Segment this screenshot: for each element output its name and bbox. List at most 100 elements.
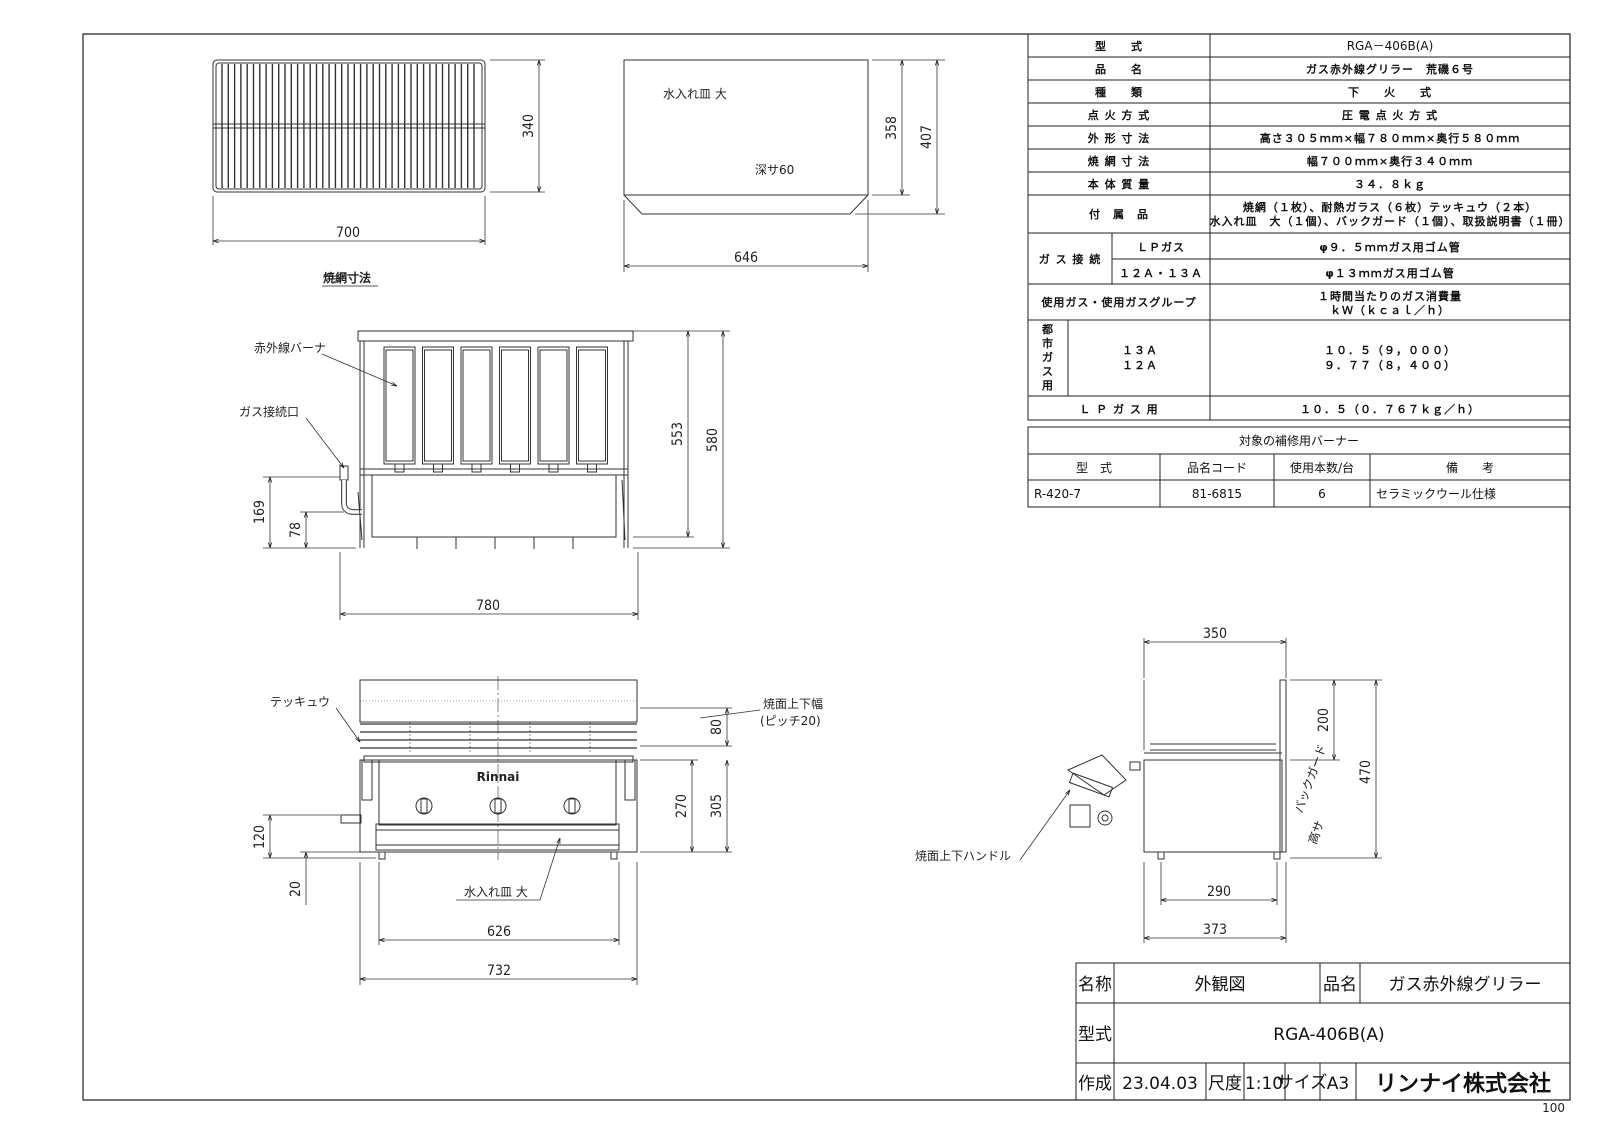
spec-key-model: 型 式 [1095,39,1143,53]
burner-header-count: 使用本数/台 [1290,460,1354,475]
gas-connection-label: ガ ス 接 続 [1039,252,1102,266]
burner-code: 81-6815 [1192,487,1242,501]
burner-glass [386,350,413,461]
dim-120: 120 [252,825,268,849]
dim-350: 350 [1203,626,1227,642]
city-group-13a: １３Ａ [1122,344,1158,357]
top-view-drawing [263,331,730,620]
burner-header-code: 品名コード [1187,460,1247,475]
water-tray-depth-label: 深サ60 [755,163,794,177]
spec-value-model: RGA－406B(A) [1347,39,1434,53]
burner-neck [511,464,520,472]
gas-lp-value: φ９．５ｍｍガス用ゴム管 [1319,240,1461,254]
burner-count: 6 [1318,487,1326,501]
dim-290: 290 [1207,884,1231,900]
burner-glass [540,350,567,461]
burner [500,347,531,464]
title-size-value: A3 [1327,1074,1349,1094]
dim-626: 626 [487,924,511,940]
dim-553: 553 [670,422,686,446]
dim-169: 169 [252,500,268,524]
title-scale-label: 尺度 [1208,1074,1242,1094]
dim-20: 20 [288,881,304,897]
dim-80: 80 [709,719,725,735]
title-scale-value: 1:10 [1245,1074,1283,1094]
spec-table [1028,34,1570,420]
burner-table-title: 対象の補修用バーナー [1239,433,1359,448]
company-name: リンナイ株式会社 [1375,1071,1551,1097]
city-gas-side-2: ガ [1042,350,1054,364]
burner-note: セラミックウール仕様 [1376,487,1496,501]
front-view-drawing [263,676,760,985]
consumption-header-key: 使用ガス・使用ガスグループ [1040,295,1196,309]
water-tray-front-label: 水入れ皿 大 [464,885,528,899]
sheet-border [83,34,1570,1100]
burner-neck [472,464,481,472]
title-created-value: 23.04.03 [1122,1074,1198,1094]
spec-rows: 型 式 RGA－406B(A) 品 名 ガス赤外線グリラー 荒磯６号 種 類 下… [1039,39,1571,417]
dim-78: 78 [288,522,304,538]
water-tray-inner-dim: 358 [884,116,900,140]
burner-glass [579,350,606,461]
spec-value-dimensions: 高さ３０５ｍｍ×幅７８０ｍｍ×奥行５８０ｍｍ [1260,131,1520,145]
burner-neck [434,464,443,472]
handle-label: 焼面上下ハンドル [915,849,1011,863]
spec-value-accessories-1: 焼網（１枚）、耐熱ガラス（６枚）テッキュウ（２本） [1243,200,1537,214]
pitch-label: (ピッチ20) [760,714,821,728]
burner-neck [395,464,404,472]
dim-580: 580 [705,428,721,452]
spec-key-type: 種 類 [1095,85,1143,99]
lp-gas-value: １０．５（０．７６７ｋｇ／ｈ） [1300,403,1480,417]
dim-200: 200 [1316,708,1332,732]
title-name-label: 名称 [1078,975,1112,995]
dim-373: 373 [1203,922,1227,938]
spec-key-accessories: 付 属 品 [1089,207,1149,221]
corner-note: 100 [1542,1101,1565,1115]
gas-city-label: １２Ａ・１３Ａ [1119,267,1203,280]
tekkyu-label: テッキュウ [270,695,330,709]
burner [577,347,608,464]
lp-gas-key: Ｌ Ｐ ガ ス 用 [1079,402,1158,416]
consumption-header-value-1: １時間当たりのガス消費量 [1318,289,1462,303]
title-size-label: サイズ [1277,1073,1328,1093]
burner-neck [549,464,558,472]
grill-net-caption: 焼網寸法 [323,270,371,285]
title-product-label: 品名 [1323,975,1357,995]
burner [461,347,492,464]
spec-value-type: 下 火 式 [1348,85,1432,99]
gas-city-value: φ１３ｍｍガス用ゴム管 [1325,266,1455,280]
grill-net-depth-dim: 340 [521,114,537,138]
gas-inlet-label: ガス接続口 [239,404,299,419]
burner [384,347,415,464]
spec-key-dimensions: 外 形 寸 法 [1087,131,1151,145]
grill-net-width-dim: 700 [336,225,360,241]
city-value-13a: １０．５（９，０００） [1324,344,1456,357]
spec-key-ignition: 点 火 方 式 [1088,108,1151,122]
dim-732: 732 [487,963,511,979]
side-view-drawing [1020,638,1382,943]
spec-key-net-size: 焼 網 寸 法 [1088,154,1151,168]
gas-lp-label: ＬＰガス [1137,240,1185,254]
spec-value-accessories-2: 水入れ皿 大（１個）、バックガード（１個）、取扱説明書（１冊） [1210,214,1571,228]
burner [423,347,454,464]
dim-470: 470 [1358,760,1374,784]
spec-value-ignition: 圧 電 点 火 方 式 [1342,108,1438,122]
title-product-value: ガス赤外線グリラー [1389,975,1542,995]
spec-key-name: 品 名 [1095,62,1143,76]
surface-range-label: 焼面上下幅 [763,696,823,711]
title-block [1076,963,1570,1100]
burner [538,347,569,464]
spec-key-weight: 本 体 質 量 [1088,177,1151,191]
water-tray-outer-dim: 407 [919,125,935,149]
burner-table [1028,427,1570,507]
grill-net-drawing [213,60,545,245]
title-model-value: RGA-406B(A) [1273,1025,1384,1045]
back-guard-height-label: 高サ [1305,818,1327,846]
city-gas-side-4: 用 [1042,379,1054,392]
burner-neck [588,464,597,472]
spec-value-net-size: 幅７００ｍｍ×奥行３４０ｍｍ [1307,154,1473,168]
burner-model: R-420-7 [1034,487,1081,501]
brand-badge: Rinnai [477,770,520,784]
city-gas-side-1: 市 [1042,336,1054,350]
